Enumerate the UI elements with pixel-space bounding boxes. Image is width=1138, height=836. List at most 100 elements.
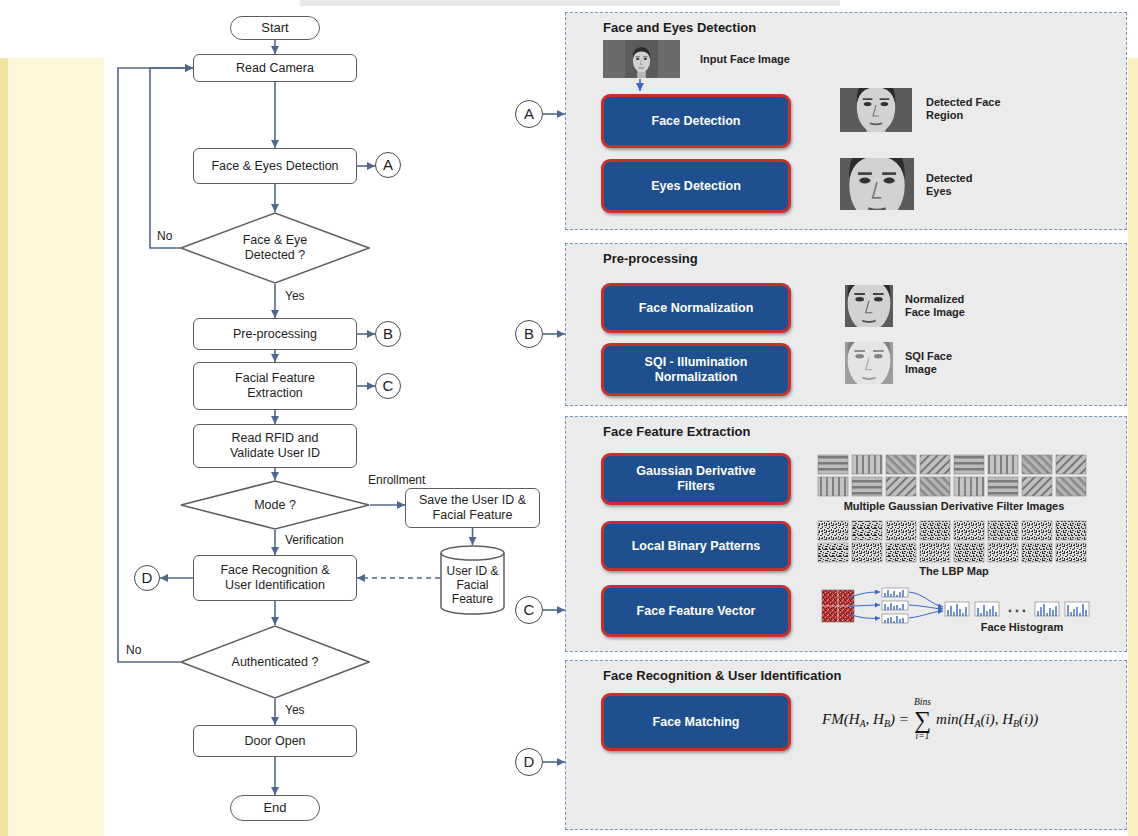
step-box: Face Matching	[601, 693, 791, 751]
image-caption: Multiple Gaussian Derivative Filter Imag…	[816, 500, 1092, 513]
face-region-photo	[840, 62, 912, 146]
node-label: A	[383, 156, 393, 174]
leader-arrow	[639, 79, 641, 91]
image-caption: Detected Eyes	[926, 172, 996, 198]
node-label: SQI - Illumination Normalization	[621, 355, 771, 385]
formula-term: A	[974, 718, 980, 729]
connector	[274, 82, 276, 148]
panel-title: Pre-processing	[603, 251, 698, 266]
formula-term: Bins	[914, 698, 931, 708]
cylinder-rim	[441, 553, 504, 560]
node-label: B	[524, 325, 534, 343]
node-label: Authenticated ?	[232, 655, 319, 670]
panel-fills	[565, 12, 1127, 830]
connector	[370, 504, 405, 506]
formula-term: B	[884, 718, 890, 729]
node-label: Gaussian Derivative Filters	[621, 464, 771, 494]
formula-term: ∑	[914, 708, 931, 732]
summation: Bins∑i=1	[914, 698, 931, 741]
node-label: Start	[261, 20, 288, 36]
connector-circle: A	[515, 100, 543, 128]
connector	[357, 577, 440, 579]
sqi-face-photo	[829, 310, 909, 403]
node-label: Read Camera	[236, 61, 314, 76]
connector	[274, 40, 276, 54]
database-cylinder: User ID & Facial Feature	[440, 545, 505, 615]
image-caption: SQI Face Image	[905, 350, 967, 376]
connector	[543, 609, 565, 611]
formula-term: A	[860, 718, 866, 729]
connector	[274, 284, 276, 318]
node-label: A	[524, 105, 534, 123]
node-label: Save the User ID & Facial Feature	[415, 493, 530, 523]
normalized-face-photo	[829, 253, 909, 346]
stage-panel: Face and Eyes DetectionFace DetectionEye…	[565, 12, 1127, 230]
image-caption: The LBP Map	[816, 565, 1092, 578]
histogram-illustration	[822, 588, 1089, 623]
connector	[274, 468, 276, 480]
node-label: C	[524, 601, 535, 619]
node-label: Face & Eyes Detection	[211, 159, 338, 174]
node-label: Eyes Detection	[651, 179, 741, 194]
step-box: Local Binary Patterns	[601, 521, 791, 571]
connector	[357, 165, 375, 167]
stage-panel: Face Feature ExtractionGaussian Derivati…	[565, 416, 1127, 652]
connector	[150, 68, 193, 248]
eyes-photo	[825, 120, 929, 241]
input-face-photo	[603, 40, 680, 78]
connector	[357, 333, 375, 335]
formula: FM(HA, HB) =Bins∑i=1min(HA(i), HB(i))	[822, 698, 1038, 741]
process-box: Facial Feature Extraction	[193, 362, 357, 410]
connector	[274, 699, 276, 725]
edge-label: Yes	[283, 703, 307, 717]
connector	[274, 410, 276, 424]
connector	[543, 333, 565, 335]
connector	[472, 528, 474, 545]
connector	[543, 113, 565, 115]
connector	[160, 577, 193, 579]
step-box: Face Feature Vector	[601, 585, 791, 637]
process-box: Read RFID and Validate User ID	[193, 424, 357, 468]
node-label: C	[383, 377, 394, 395]
panel-title: Face and Eyes Detection	[603, 20, 756, 35]
step-box: Face Detection	[601, 94, 791, 148]
diamond-shape	[181, 626, 369, 698]
formula-term: B	[1013, 718, 1019, 729]
terminal-oval: End	[230, 795, 320, 821]
node-label: Face Normalization	[639, 301, 754, 316]
connector-circle: B	[375, 321, 401, 347]
node-label: Face Recognition & User Identification	[213, 563, 338, 593]
node-label: Face Detection	[652, 114, 741, 129]
step-box: Eyes Detection	[601, 159, 791, 213]
formula-term: , H	[866, 711, 884, 728]
edge-label: Enrollment	[366, 473, 427, 487]
connector	[118, 68, 193, 662]
formula-term: min(H	[936, 711, 974, 728]
connector-circle: C	[515, 596, 543, 624]
node-label: User ID & Facial Feature	[444, 565, 502, 606]
node-label: D	[142, 569, 153, 587]
connector	[274, 757, 276, 795]
image-caption: Face Histogram	[952, 621, 1092, 634]
stage-panel: Pre-processingFace NormalizationSQI - Il…	[565, 243, 1127, 406]
formula-term: FM(H	[822, 711, 860, 728]
decision-diamond: Mode ?	[180, 480, 370, 530]
connector	[274, 184, 276, 212]
formula-term: ) =	[890, 711, 909, 728]
node-label: D	[524, 753, 535, 771]
process-box: Save the User ID & Facial Feature	[405, 488, 540, 528]
connector	[543, 761, 565, 763]
process-box: Pre-processing	[193, 318, 357, 350]
connector	[274, 601, 276, 625]
connector	[274, 350, 276, 362]
image-caption: Input Face Image	[700, 53, 840, 66]
step-box: Gaussian Derivative Filters	[601, 453, 791, 505]
decision-diamond: Face & Eye Detected ?	[180, 212, 370, 284]
node-label: Door Open	[244, 734, 305, 749]
process-box: Door Open	[193, 725, 357, 757]
edge-label: Yes	[283, 289, 307, 303]
step-box: SQI - Illumination Normalization	[601, 343, 791, 396]
